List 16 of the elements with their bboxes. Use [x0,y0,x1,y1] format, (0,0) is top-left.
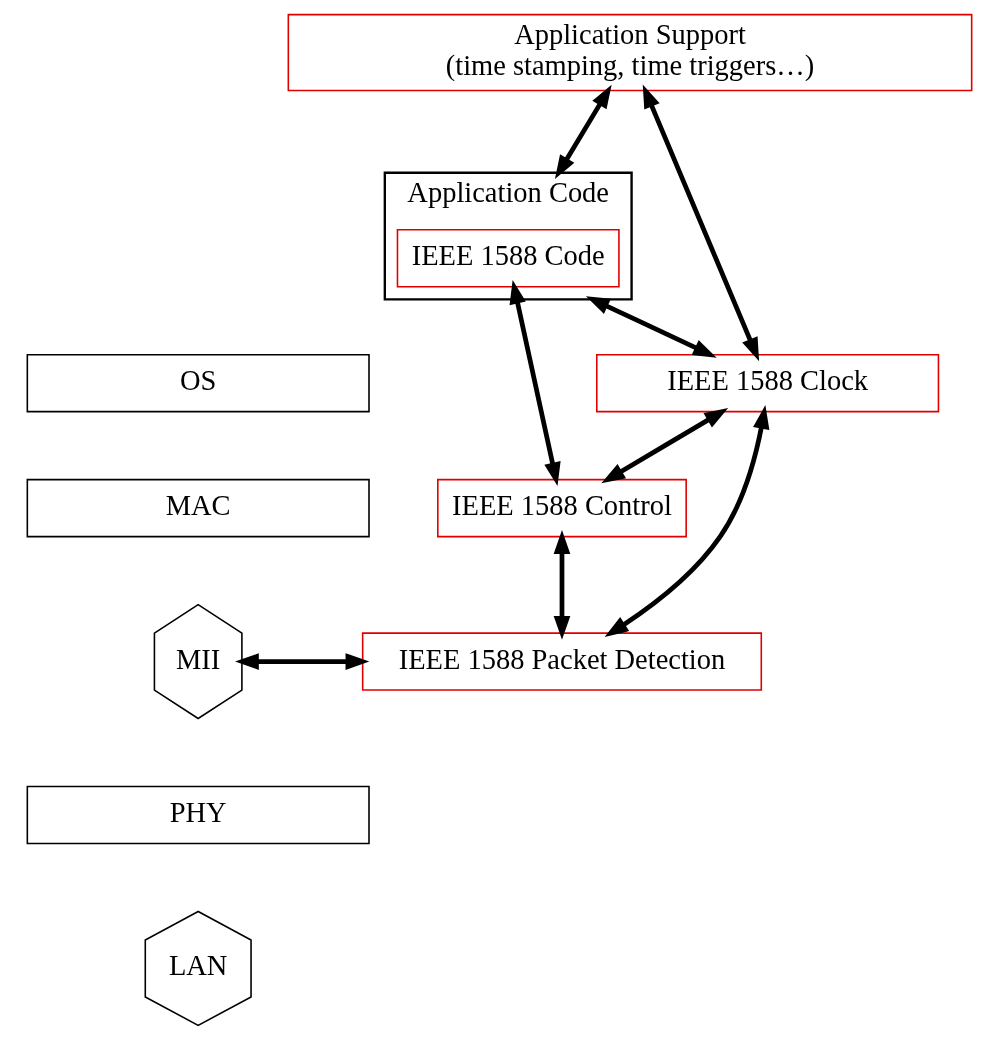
node-box: OS [26,353,370,413]
arrow [509,280,561,487]
arrow [600,408,728,484]
node-box: PHY [26,785,370,845]
node-box: IEEE 1588 Code [396,228,620,288]
arrow [585,296,717,358]
arrow [554,84,612,179]
arrow [642,84,759,362]
node-box: IEEE 1588 Packet Detection [361,632,762,691]
arrow [604,405,769,637]
arrow [234,653,369,670]
node-box: MAC [26,478,370,538]
arrow [553,530,570,640]
node-box: Application Support (time stamping, time triggers…) [287,13,972,92]
node-box: IEEE 1588 Clock [595,353,939,413]
node-box: IEEE 1588 Control [436,478,687,538]
